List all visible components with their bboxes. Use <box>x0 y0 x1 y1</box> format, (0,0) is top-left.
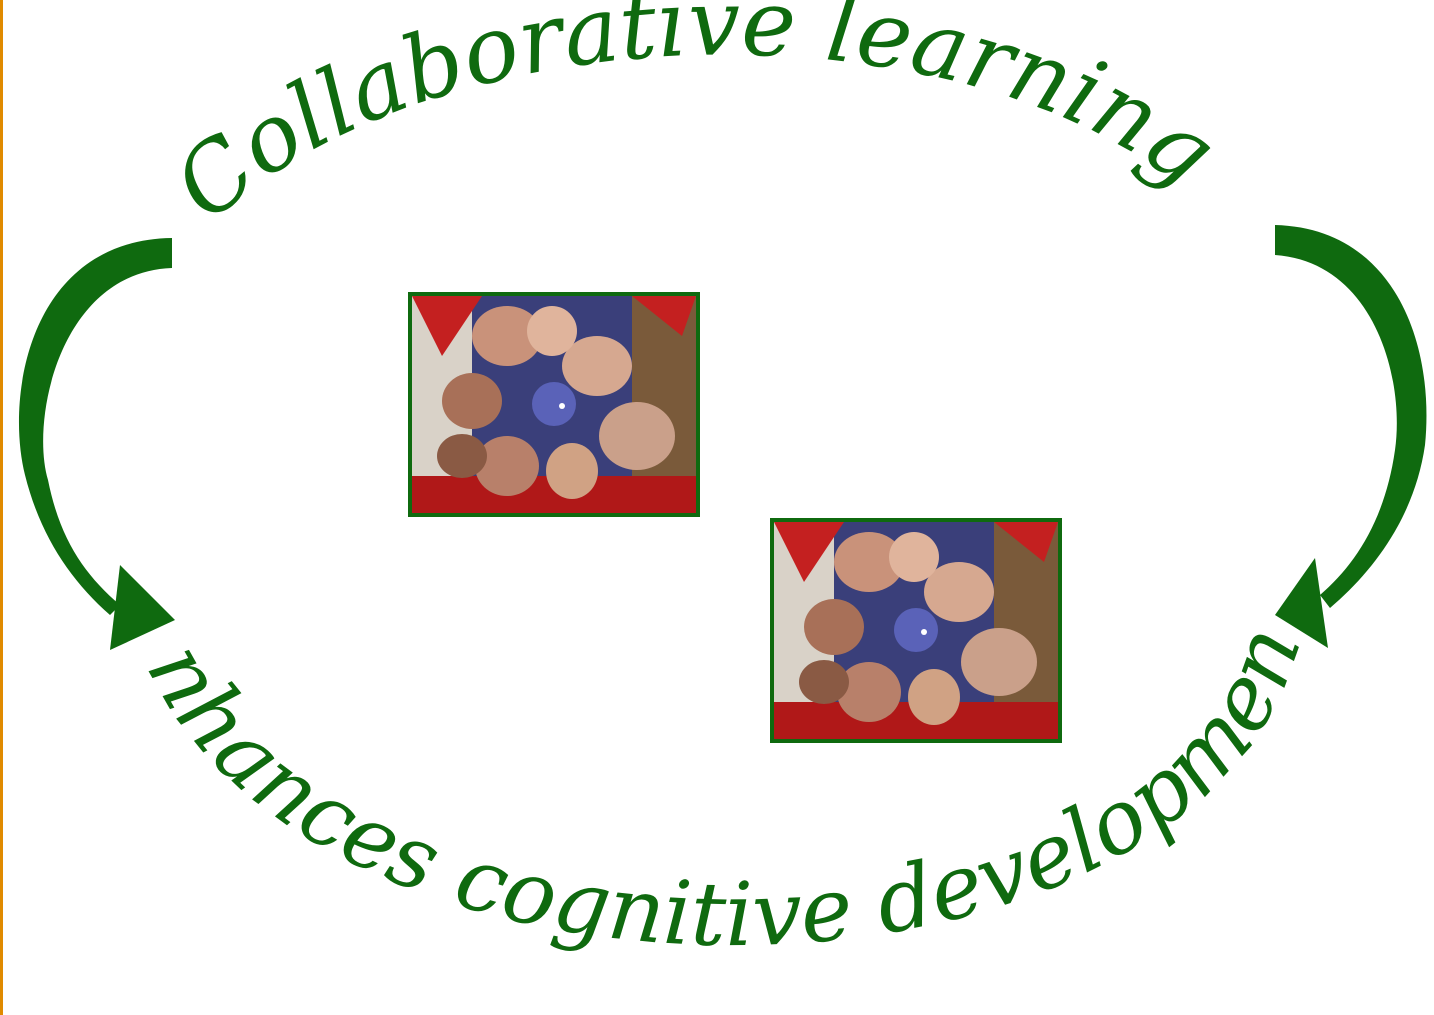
top-arc-text: Collaborative learning <box>154 0 1235 241</box>
left-edge-bar <box>0 0 3 1015</box>
group-huddle-photo <box>408 292 700 517</box>
group-huddle-photo-image <box>774 522 1058 739</box>
right-curved-arrow <box>1275 225 1427 648</box>
group-huddle-photo-image <box>412 296 696 513</box>
left-curved-arrow <box>18 238 175 650</box>
group-huddle-photo <box>770 518 1062 743</box>
top-arc-label: Collaborative learning <box>154 0 1235 241</box>
